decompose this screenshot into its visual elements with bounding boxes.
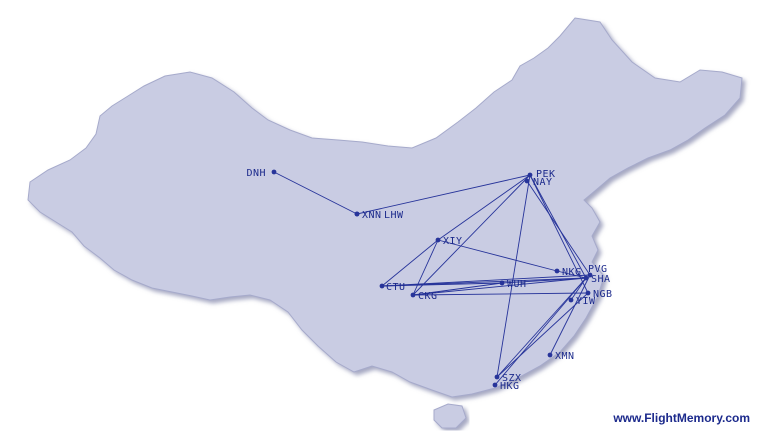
route-wuh-sha (501, 277, 587, 284)
route-pek-ngb (529, 174, 589, 294)
airport-dot-xiy (435, 237, 441, 243)
route-sha-szx (496, 277, 587, 378)
route-ctu-wuh (381, 282, 503, 287)
route-xiy-ckg (412, 239, 439, 296)
route-dnh-lhw (273, 171, 358, 215)
airport-label-wuh: WUH (507, 279, 527, 290)
airport-dot-sha (583, 275, 589, 281)
route-sha-hkg (494, 277, 587, 386)
airport-label-szx: SZX (502, 373, 522, 384)
airport-dot-pvg (587, 272, 593, 278)
route-ckg-sha (412, 277, 587, 296)
route-lines (273, 171, 591, 386)
airport-label-xnn: XNN (362, 210, 382, 221)
airport-dot-hkg (492, 382, 498, 388)
airport-label-lhw: LHW (384, 210, 404, 221)
route-ctu-sha (381, 277, 587, 287)
airport-label-pvg: PVG (588, 264, 608, 275)
airport-dot-nay (524, 178, 530, 184)
airport-label-xmn: XMN (555, 351, 575, 362)
airport-dot-pek (527, 172, 533, 178)
airport-label-pek: PEK (536, 169, 556, 180)
route-lhw-pek (356, 174, 531, 215)
route-pek-ckg (412, 174, 531, 296)
flightmemory-credit: www.FlightMemory.com (613, 411, 750, 425)
airport-label-nay: NAY (533, 177, 553, 188)
airport-label-dnh: DNH (246, 168, 266, 179)
airport-dot-dnh (271, 169, 277, 175)
airport-label-yiw: YIW (576, 296, 596, 307)
airport-label-xiy: XIY (443, 236, 463, 247)
hainan-island (433, 403, 467, 429)
route-ngb-szx (496, 292, 589, 378)
airport-dot-ckg (410, 292, 416, 298)
airport-label-ckg: CKG (418, 291, 438, 302)
airport-dot-yiw (568, 297, 574, 303)
airport-label-ngb: NGB (593, 289, 613, 300)
airport-dot-ctu (379, 283, 385, 289)
airport-label-hkg: HKG (500, 381, 520, 392)
route-pvg-xmn (549, 274, 591, 356)
route-xiy-nkg (437, 239, 558, 272)
airport-dot-wuh (499, 280, 505, 286)
airport-dot-nkg (554, 268, 560, 274)
route-ctu-pvg (381, 274, 591, 287)
route-nay-pvg (526, 180, 591, 276)
route-nkg-sha (556, 270, 587, 279)
airport-dot-ngb (585, 290, 591, 296)
airport-dot-xmn (547, 352, 553, 358)
route-pek-xiy (437, 174, 531, 241)
airport-dot-lhw (354, 211, 360, 217)
airport-label-sha: SHA (591, 274, 611, 285)
route-pek-szx (496, 174, 531, 378)
route-ckg-ngb (412, 292, 589, 296)
airport-label-nkg: NKG (562, 267, 582, 278)
airport-dot-szx (494, 374, 500, 380)
route-ckg-wuh (412, 282, 503, 296)
route-sha-yiw (570, 277, 587, 301)
airport-label-ctu: CTU (386, 282, 406, 293)
route-xiy-ctu (381, 239, 439, 287)
